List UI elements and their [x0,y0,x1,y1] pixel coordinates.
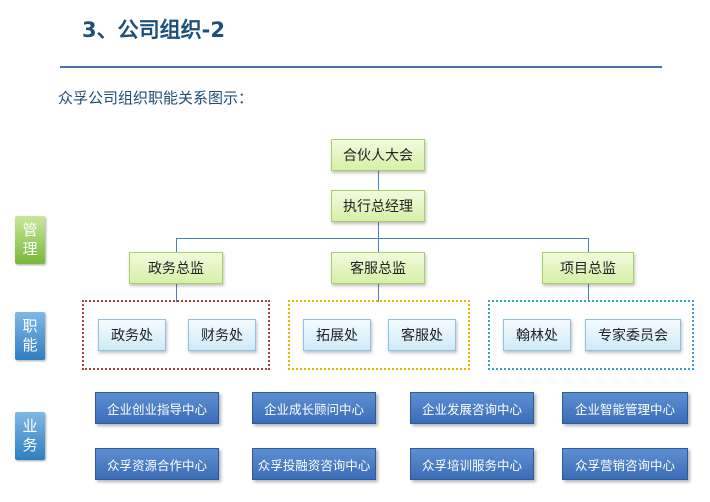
department-box: 翰林处 [503,319,571,351]
executive-manager-box: 执行总经理 [331,190,425,222]
diagram-subtitle: 众孚公司组织职能关系图示： [58,89,254,107]
business-label: 业 务 [15,412,45,460]
director-box: 政务总监 [129,252,223,284]
connector-line [378,238,379,252]
connector-line [378,171,379,190]
connector-line [588,284,589,302]
connector-line [588,238,589,252]
business-center-box: 企业创业指导中心 [95,392,219,424]
project-dept-group [488,300,694,370]
business-center-box: 企业智能管理中心 [562,392,688,424]
title-divider [60,66,662,68]
management-label-char: 管 [22,221,38,239]
connector-line [378,284,379,302]
business-center-box: 众孚培训服务中心 [410,448,534,480]
department-box: 拓展处 [303,319,371,351]
business-center-box: 众孚营销咨询中心 [562,448,688,480]
department-box: 政务处 [98,319,166,351]
function-label-char: 能 [22,336,38,354]
department-box: 财务处 [188,319,256,351]
function-label-char: 职 [22,317,38,335]
business-label-char: 业 [22,417,38,435]
service-dept-group [288,300,470,370]
business-label-char: 务 [22,436,38,454]
department-box: 客服处 [388,319,456,351]
business-center-box: 众孚投融资咨询中心 [252,448,376,480]
connector-line [378,222,379,238]
politics-dept-group [82,300,270,370]
partners-assembly-box: 合伙人大会 [331,139,425,171]
management-label: 管 理 [15,216,45,264]
department-box: 专家委员会 [585,319,681,351]
business-center-box: 众孚资源合作中心 [95,448,219,480]
connector-line [176,238,177,252]
director-box: 项目总监 [542,252,634,284]
page-title: 3、公司组织-2 [82,18,225,42]
director-box: 客服总监 [331,252,425,284]
connector-line [176,238,588,239]
function-label: 职 能 [15,312,45,360]
business-center-box: 企业成长顾问中心 [252,392,376,424]
business-center-box: 企业发展咨询中心 [410,392,534,424]
management-label-char: 理 [22,240,38,258]
connector-line [176,284,177,302]
